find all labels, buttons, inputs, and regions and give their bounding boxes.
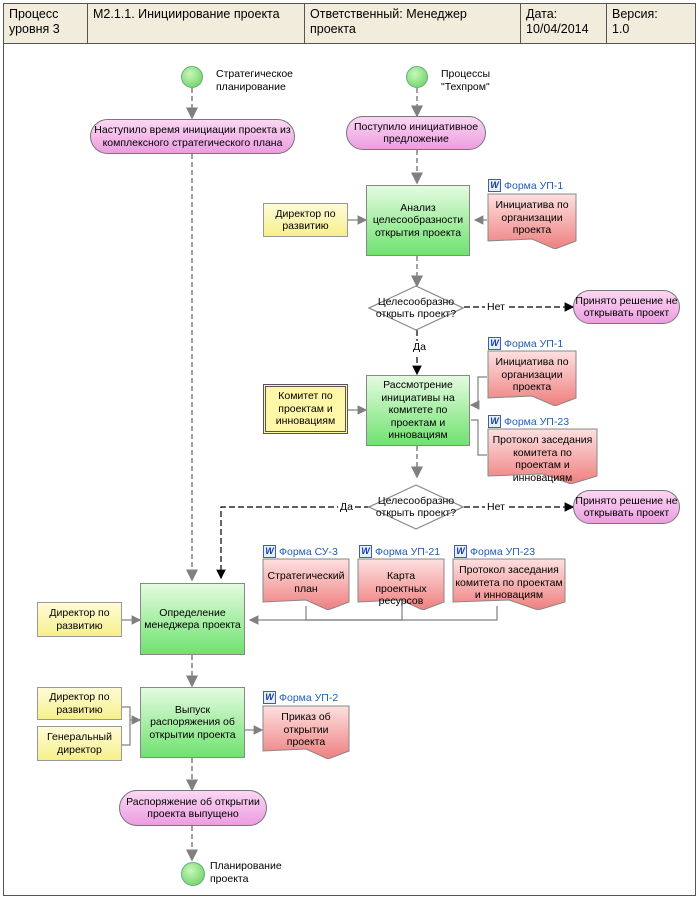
diagram-frame — [3, 43, 696, 896]
word-document-icon: W — [263, 545, 276, 558]
header-date: Дата: 10/04/2014 — [520, 3, 607, 44]
flow-label-no-1: Нет — [485, 301, 507, 314]
role-director-dev-2[interactable]: Директор по развитию — [37, 602, 122, 637]
start-event-processes-label: Процессы "Техпром" — [441, 68, 491, 93]
header-version-label: Версия: — [612, 7, 658, 21]
event-decision-no-1[interactable]: Принято решение не открывать проект — [573, 290, 680, 324]
doc-order[interactable]: Приказ об открытии проекта — [262, 705, 350, 759]
gateway-2-question: Целесообразно открыть проект? — [375, 494, 457, 520]
start-event-strategic-icon — [181, 66, 203, 88]
role-director-dev-1[interactable]: Директор по развитию — [263, 203, 348, 237]
gateway-1-question: Целесообразно открыть проект? — [375, 295, 457, 321]
flow-label-yes-2: Да — [338, 501, 355, 514]
doc-initiative-a[interactable]: Инициатива по организации проекта — [487, 193, 577, 249]
role-general-director[interactable]: Генеральный директор — [37, 726, 122, 761]
form-link-up23-a-label: Форма УП-23 — [504, 415, 570, 428]
gateway-1[interactable]: Целесообразно открыть проект? — [368, 285, 464, 331]
doc-initiative-a-text: Инициатива по организации проекта — [495, 199, 569, 236]
role-committee[interactable]: Комитет по проектам и инновациям — [263, 384, 348, 434]
word-document-icon: W — [488, 415, 501, 428]
end-event-label: Планирование проекта — [210, 860, 282, 885]
header-date-value: 10/04/2014 — [526, 22, 589, 36]
task-analysis[interactable]: Анализ целесообразности открытия проекта — [366, 185, 470, 256]
word-document-icon: W — [359, 545, 372, 558]
form-link-up1-a-label: Форма УП-1 — [504, 179, 564, 192]
task-committee-review[interactable]: Рассмотрение инициативы на комитете по п… — [366, 375, 470, 446]
word-document-icon: W — [488, 179, 501, 192]
doc-initiative-b-text: Инициатива по организации проекта — [495, 356, 569, 393]
form-link-up21-label: Форма УП-21 — [375, 545, 441, 558]
doc-initiative-b[interactable]: Инициатива по организации проекта — [487, 350, 577, 406]
event-initiative-received[interactable]: Поступило инициативное предложение — [346, 116, 486, 150]
word-document-icon: W — [263, 691, 276, 704]
gateway-2[interactable]: Целесообразно открыть проект? — [368, 484, 464, 530]
form-link-su3-label: Форма СУ-3 — [279, 545, 338, 558]
flow-label-yes-1: Да — [411, 341, 428, 354]
role-director-dev-3[interactable]: Директор по развитию — [37, 687, 122, 720]
form-link-up2-label: Форма УП-2 — [279, 691, 339, 704]
doc-protocol-a[interactable]: Протокол заседания комитета по проектам … — [487, 428, 598, 484]
header-version-value: 1.0 — [612, 22, 630, 36]
word-document-icon: W — [488, 337, 501, 350]
doc-protocol-b[interactable]: Протокол заседания комитета по проектам … — [452, 558, 566, 610]
event-order-issued[interactable]: Распоряжение об открытии проекта выпущен… — [119, 790, 267, 826]
doc-strategic-plan-text: Стратегический план — [267, 570, 345, 595]
doc-protocol-b-text: Протокол заседания комитета по проектам … — [455, 564, 563, 601]
event-strategic-time[interactable]: Наступило время инициации проекта из ком… — [90, 119, 295, 154]
form-link-up23-b-label: Форма УП-23 — [470, 545, 536, 558]
task-issue-order[interactable]: Выпуск распоряжения об открытии проекта — [140, 687, 245, 758]
start-event-strategic-label: Стратегическое планирование — [216, 68, 294, 93]
task-define-manager[interactable]: Определение менеджера проекта — [140, 583, 245, 655]
event-decision-no-2[interactable]: Принято решение не открывать проект — [573, 490, 680, 524]
doc-order-text: Приказ об открытии проекта — [281, 711, 331, 748]
header-process-level: Процесс уровня 3 — [3, 3, 88, 44]
start-event-processes-icon — [406, 66, 428, 88]
form-link-up1-b-label: Форма УП-1 — [504, 337, 564, 350]
end-event-icon — [181, 862, 205, 886]
doc-resource-map-text: Карта проектных ресурсов — [375, 570, 427, 607]
header-date-label: Дата: — [526, 7, 558, 21]
word-document-icon: W — [454, 545, 467, 558]
doc-resource-map[interactable]: Карта проектных ресурсов — [357, 558, 445, 610]
doc-strategic-plan[interactable]: Стратегический план — [262, 558, 350, 610]
flow-label-no-2: Нет — [485, 501, 507, 514]
doc-protocol-a-text: Протокол заседания комитета по проектам … — [492, 434, 593, 484]
header-version: Версия: 1.0 — [606, 3, 696, 44]
